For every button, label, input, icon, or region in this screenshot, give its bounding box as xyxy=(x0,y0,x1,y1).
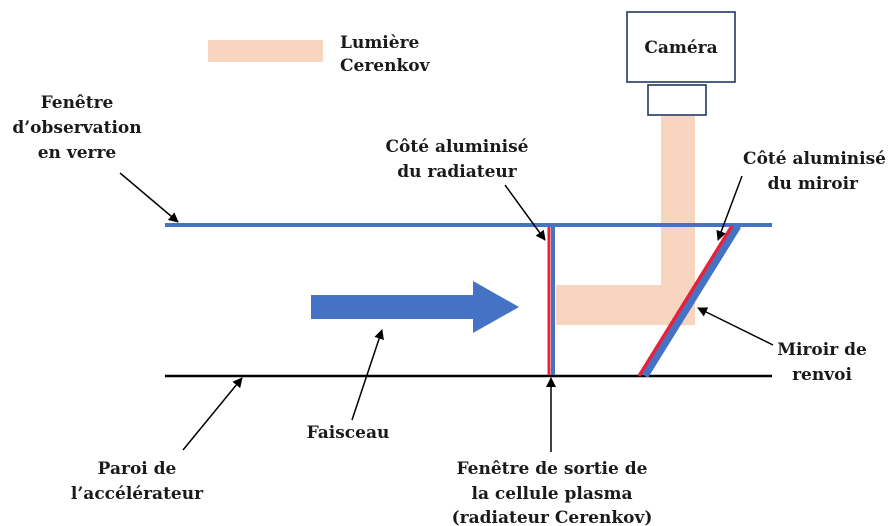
mirror-blue-side xyxy=(642,224,741,378)
pointer-mirror-aluminized xyxy=(716,175,743,241)
label-observation-window-line1: Fenêtre xyxy=(41,93,114,113)
label-radiator-aluminized: Côté aluminisé du radiateur xyxy=(386,137,529,182)
pointer-mirror xyxy=(697,307,774,346)
label-accelerator-wall-line2: l’accélérateur xyxy=(71,484,204,504)
label-mirror-line1: Miroir de xyxy=(777,340,867,360)
label-observation-window-line3: en verre xyxy=(38,143,117,163)
label-mirror: Miroir de renvoi xyxy=(777,340,867,385)
label-mirror-line2: renvoi xyxy=(792,365,852,385)
cerenkov-light-vertical xyxy=(661,116,695,316)
legend-label-line1: Lumière xyxy=(340,33,420,53)
pointer-beam xyxy=(351,329,384,421)
pointer-accelerator-wall xyxy=(182,377,243,451)
label-accelerator-wall: Paroi de l’accélérateur xyxy=(71,459,204,504)
mirror-red-side xyxy=(637,225,734,377)
label-observation-window: Fenêtre d’observation en verre xyxy=(12,93,141,163)
label-observation-window-line2: d’observation xyxy=(12,118,141,138)
camera-label: Caméra xyxy=(644,38,717,58)
label-accelerator-wall-line1: Paroi de xyxy=(98,459,177,479)
label-exit-window: Fenêtre de sortie de la cellule plasma (… xyxy=(452,459,653,526)
camera-lens xyxy=(647,84,707,116)
label-exit-window-line3: (radiateur Cerenkov) xyxy=(452,508,653,526)
camera-box xyxy=(626,11,736,83)
label-exit-window-line1: Fenêtre de sortie de xyxy=(457,459,648,479)
cerenkov-light-horizontal xyxy=(556,285,695,325)
label-exit-window-line2: la cellule plasma xyxy=(472,484,633,504)
label-radiator-aluminized-line1: Côté aluminisé xyxy=(386,137,529,157)
legend-cerenkov-swatch xyxy=(208,40,323,62)
label-mirror-aluminized-line2: du miroir xyxy=(768,174,859,194)
label-radiator-aluminized-line2: du radiateur xyxy=(397,162,518,182)
label-mirror-aluminized-line1: Côté aluminisé xyxy=(743,149,886,169)
pointer-radiator-aluminized xyxy=(504,184,546,241)
pointer-observation-window xyxy=(119,172,179,223)
beam-arrow xyxy=(311,281,519,333)
label-beam: Faisceau xyxy=(307,423,390,443)
label-mirror-aluminized: Côté aluminisé du miroir xyxy=(743,149,886,194)
legend-label-line2: Cerenkov xyxy=(340,56,431,76)
